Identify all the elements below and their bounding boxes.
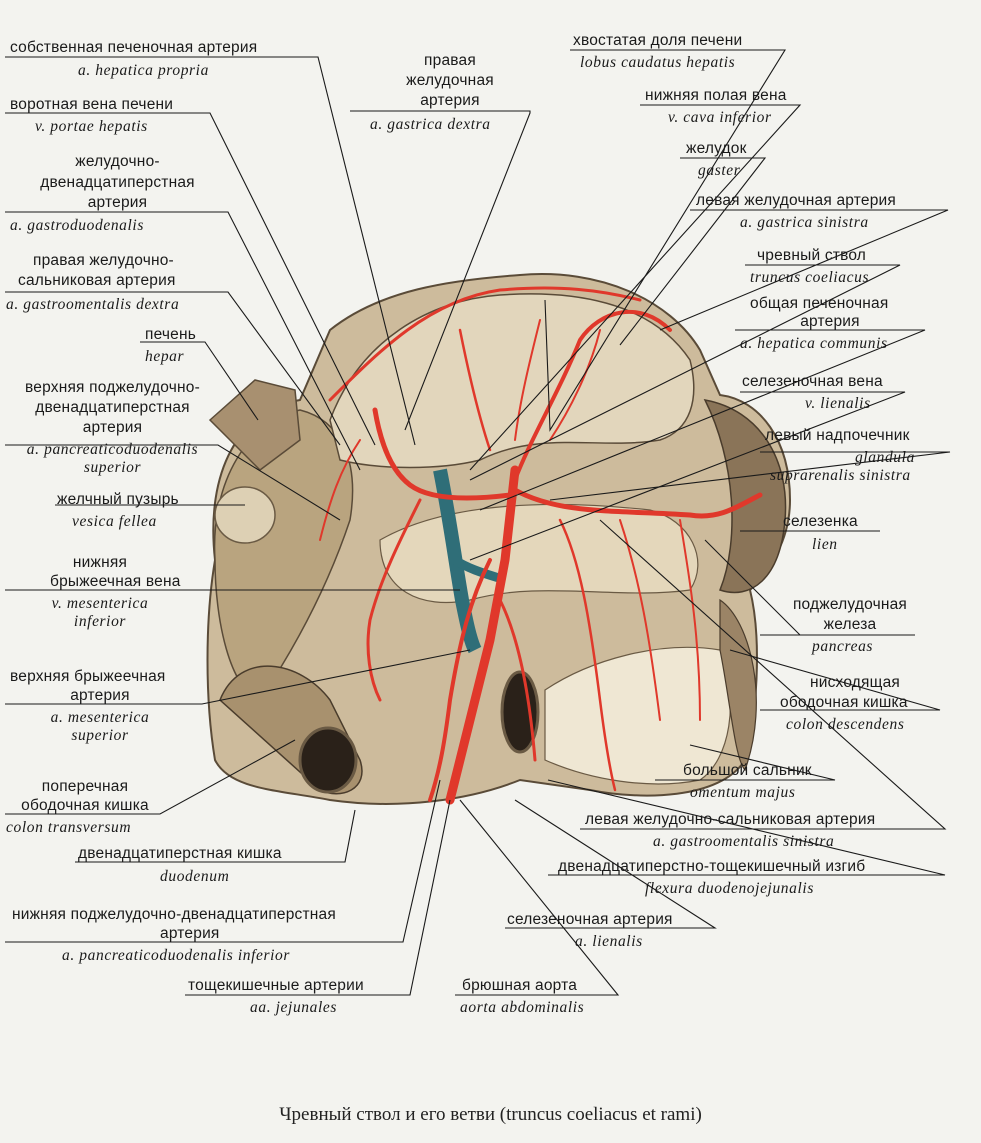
- label-hepar-la: hepar: [145, 348, 185, 365]
- label-gastrica-dextra-ru3: артерия: [420, 92, 480, 109]
- label-lienalis-arteria-la: a. lienalis: [575, 933, 643, 950]
- label-vesica-la: vesica fellea: [72, 513, 157, 530]
- label-pcd-superior-ru2: двенадцатиперстная: [35, 399, 190, 416]
- label-aorta-la: aorta abdominalis: [460, 999, 585, 1016]
- label-mesenterica-superior-la1: a. mesenterica: [50, 709, 150, 726]
- label-lienalis-vena-la: v. lienalis: [805, 395, 871, 412]
- label-lien-ru: селезенка: [783, 513, 858, 530]
- label-portae-ru: воротная вена печени: [10, 96, 174, 113]
- label-suprarenalis-ru: левый надпочечник: [765, 427, 910, 444]
- label-gaster-ru: желудок: [686, 140, 747, 157]
- label-jejunales-ru: тощекишечные артерии: [188, 977, 364, 994]
- label-coeliacus-ru: чревный ствол: [757, 247, 867, 264]
- spleen-shape: [703, 398, 787, 594]
- label-gaster-la: gaster: [698, 162, 741, 179]
- label-mesenterica-superior-ru1: верхняя брыжеечная: [10, 668, 166, 685]
- label-suprarenalis-la1: glandula: [855, 449, 915, 466]
- label-mesenterica-inferior-la2: inferior: [73, 613, 127, 630]
- duodenum-opening: [500, 670, 540, 754]
- label-gastroomentalis-sinistra-ru: левая желудочно-сальниковая артерия: [585, 811, 876, 828]
- label-suprarenalis-la2: suprarenalis sinistra: [770, 467, 911, 484]
- label-hepatica-propria-la: a. hepatica propria: [78, 62, 209, 79]
- label-hepatica-communis-la: a. hepatica communis: [740, 335, 888, 352]
- label-omentum-ru: большой сальник: [683, 762, 812, 779]
- label-pcd-superior-la1: a. pancreaticoduodenalis: [26, 441, 199, 458]
- gallbladder-shape: [214, 486, 276, 544]
- label-gastrica-dextra-la: a. gastrica dextra: [370, 116, 491, 133]
- label-portae-la: v. portae hepatis: [35, 118, 148, 135]
- label-omentum-la: omentum majus: [690, 784, 796, 801]
- label-mesenterica-superior-ru2: артерия: [70, 687, 130, 704]
- label-gastroomentalis-sinistra-la: a. gastroomentalis sinistra: [653, 833, 835, 850]
- label-caudatus-ru: хвостатая доля печени: [573, 32, 743, 49]
- label-cava-ru: нижняя полая вена: [645, 87, 787, 104]
- aorta-line: [445, 465, 520, 805]
- label-colon-descendens-la: colon descendens: [786, 716, 905, 733]
- label-aorta-ru: брюшная аорта: [462, 977, 578, 994]
- label-pancreas-ru2: железа: [823, 616, 877, 633]
- label-mesenterica-inferior-ru1: нижняя: [72, 554, 128, 571]
- label-colon-descendens-ru1: нисходящая: [809, 674, 901, 691]
- label-gastroomentalis-dextra-ru2: сальниковая артерия: [18, 272, 176, 289]
- label-pcd-superior-la2: superior: [83, 459, 142, 476]
- label-mesenterica-superior-la2: superior: [71, 727, 129, 744]
- label-gastrica-sinistra-la: a. gastrica sinistra: [740, 214, 869, 231]
- label-gastroduodenalis-ru1: желудочно-: [75, 153, 160, 170]
- label-pcd-inferior-la: a. pancreaticoduodenalis inferior: [62, 947, 291, 964]
- label-pancreas-la: pancreas: [812, 638, 874, 655]
- label-duodenum-la: duodenum: [160, 868, 230, 885]
- label-mesenterica-inferior-ru2: брыжеечная вена: [50, 573, 181, 590]
- figure-caption: Чревный ствол и его ветви (truncus coeli…: [279, 1104, 702, 1125]
- label-cava-la: v. cava inferior: [668, 109, 772, 126]
- label-hepar-ru: печень: [145, 326, 197, 343]
- label-gastroomentalis-dextra-la: a. gastroomentalis dextra: [6, 296, 180, 313]
- arteries: [319, 286, 763, 805]
- label-lienalis-vena-ru: селезеночная вена: [742, 373, 883, 390]
- label-mesenterica-inferior-la1: v. mesenterica: [51, 595, 149, 612]
- label-hepatica-communis-ru1: общая печеночная: [750, 295, 889, 312]
- label-caudatus-la: lobus caudatus hepatis: [580, 54, 736, 71]
- portal-vein: [433, 468, 482, 654]
- label-gastroomentalis-dextra-ru1: правая желудочно-: [33, 252, 174, 269]
- label-gastrica-dextra-ru2: желудочная: [406, 72, 494, 89]
- label-gastrica-sinistra-ru: левая желудочная артерия: [696, 192, 896, 209]
- colon-transversum-opening: [298, 726, 358, 794]
- label-lien-la: lien: [812, 536, 838, 553]
- label-gastroduodenalis-ru2: двенадцатиперстная: [40, 174, 195, 191]
- label-pcd-superior-ru1: верхняя поджелудочно-: [25, 379, 200, 396]
- label-hepatica-communis-ru2: артерия: [800, 313, 860, 330]
- label-lienalis-arteria-ru: селезеночная артерия: [507, 911, 673, 928]
- label-colon-transversum-ru1: поперечная: [41, 778, 129, 795]
- label-flexura-ru: двенадцатиперстно-тощекишечный изгиб: [558, 858, 866, 875]
- label-colon-transversum-la: colon transversum: [6, 819, 132, 836]
- hepatic-artery-line: [372, 407, 513, 501]
- label-flexura-la: flexura duodenojejunalis: [645, 880, 814, 897]
- label-duodenum-ru: двенадцатиперстная кишка: [78, 845, 282, 862]
- colon-descendens-shape: [719, 598, 757, 772]
- organs: [206, 273, 792, 805]
- label-pcd-inferior-ru2: артерия: [160, 925, 220, 942]
- label-pancreas-ru1: поджелудочная: [792, 596, 908, 613]
- label-colon-descendens-ru2: ободочная кишка: [780, 694, 908, 711]
- label-gastrica-dextra-ru1: правая: [424, 52, 476, 69]
- label-hepatica-propria-ru: собственная печеночная артерия: [10, 39, 258, 56]
- label-pcd-inferior-ru1: нижняя поджелудочно-двенадцатиперстная: [12, 906, 336, 923]
- label-gastroduodenalis-la: a. gastroduodenalis: [10, 217, 144, 234]
- label-jejunales-la: aa. jejunales: [250, 999, 338, 1016]
- splenic-artery-line: [512, 487, 763, 519]
- leader-lines: [5, 49, 951, 996]
- label-gastroduodenalis-ru3: артерия: [87, 194, 148, 211]
- label-colon-transversum-ru2: ободочная кишка: [21, 797, 149, 814]
- label-vesica-ru: желчный пузырь: [57, 491, 179, 508]
- label-pcd-superior-ru3: артерия: [82, 419, 143, 436]
- label-coeliacus-la: truncus coeliacus: [750, 269, 870, 286]
